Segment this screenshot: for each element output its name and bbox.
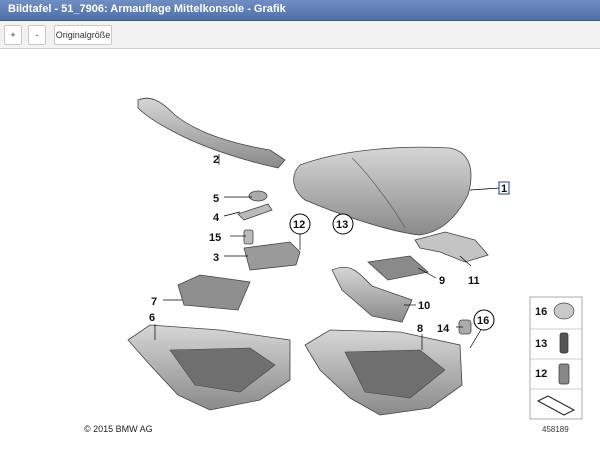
part-2-trim-strip (137, 97, 286, 169)
callout-5[interactable]: 5 (213, 193, 219, 205)
part-8-inner (344, 349, 446, 399)
part-1-armrest (293, 146, 472, 236)
callout-1-highlight (498, 181, 510, 195)
part-9-mat (367, 255, 429, 281)
callout-7[interactable]: 7 (151, 296, 157, 308)
toolbar: + - Originalgröße (0, 21, 600, 49)
copyright-text: © 2015 BMW AG (84, 424, 153, 434)
diagram-number: 458189 (542, 425, 569, 434)
legend-label-12: 12 (535, 368, 547, 380)
callout-3[interactable]: 3 (213, 252, 219, 264)
legend-label-16: 16 (535, 306, 547, 318)
callout-16[interactable]: 16 (477, 315, 489, 327)
callout-13[interactable]: 13 (336, 219, 348, 231)
callout-12[interactable]: 12 (293, 219, 305, 231)
part-3-lock (243, 241, 301, 271)
part-11-hinge (414, 231, 489, 263)
legend-13-screw-icon (559, 332, 569, 354)
callout-2[interactable]: 2 (213, 154, 219, 166)
original-size-button[interactable]: Originalgröße (54, 25, 112, 45)
callout-10[interactable]: 10 (418, 300, 430, 312)
part-7-mat (177, 274, 251, 311)
callout-14[interactable]: 14 (437, 323, 450, 335)
zoom-out-button[interactable]: - (28, 25, 46, 45)
legend-kit-icon (536, 395, 576, 416)
leader-lines (154, 154, 501, 350)
window-title: Bildtafel - 51_7906: Armauflage Mittelko… (8, 3, 286, 15)
callout-16-circle (473, 309, 495, 331)
callout-1[interactable]: 1 (501, 183, 507, 195)
legend-16-clip-icon (553, 302, 575, 320)
part-6-inner (169, 347, 276, 393)
part-15-screw (243, 229, 254, 245)
legend-12-screw-icon (558, 363, 570, 385)
callout-13-circle (332, 213, 354, 235)
callout-15[interactable]: 15 (209, 232, 221, 244)
small-parts-legend (529, 296, 583, 420)
diagram-svg: 1 2 3 4 5 6 7 8 9 10 11 15 14 12 13 16 1… (127, 97, 583, 420)
part-10-tray (331, 266, 413, 323)
zoom-in-button[interactable]: + (4, 25, 22, 45)
callout-6[interactable]: 6 (149, 312, 155, 324)
callout-9[interactable]: 9 (439, 275, 445, 287)
armrest-seam (351, 157, 406, 229)
callout-4[interactable]: 4 (213, 212, 220, 224)
part-4-bracket (237, 203, 273, 221)
legend-label-13: 13 (535, 338, 547, 350)
callout-11[interactable]: 11 (468, 275, 480, 287)
callout-12-circle (289, 213, 311, 235)
callout-8[interactable]: 8 (417, 323, 423, 335)
parts-diagram: 1 2 3 4 5 6 7 8 9 10 11 15 14 12 13 16 1… (0, 49, 600, 460)
window-titlebar: Bildtafel - 51_7906: Armauflage Mittelko… (0, 0, 600, 21)
part-5-clip (248, 190, 268, 202)
